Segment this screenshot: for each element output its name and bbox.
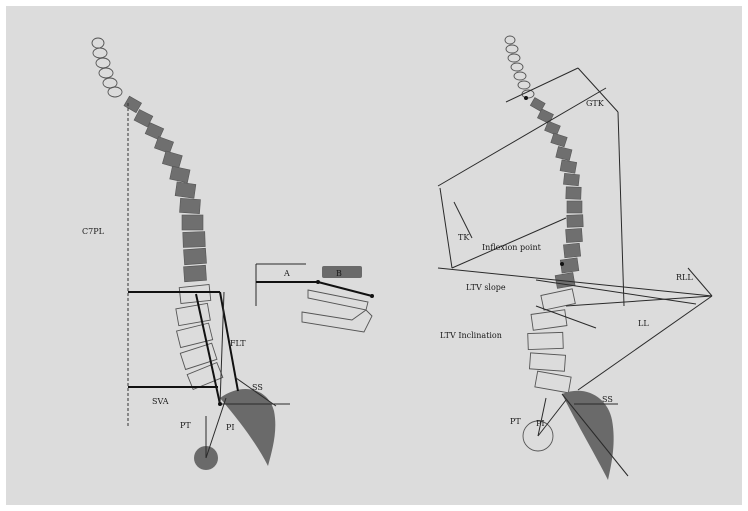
label-pi-left: PI [226, 423, 235, 432]
tk-upper-line [438, 88, 606, 186]
ll-upper-line [566, 296, 712, 306]
label-pi-right: PI [536, 419, 545, 428]
ll-lower-line [578, 296, 712, 390]
label-a: A [283, 269, 290, 278]
label-ltv-inclination: LTV Inclination [440, 331, 502, 340]
spine-diagram-svg: C7PL SVA FLT SS PT PI A B [6, 6, 742, 505]
ltv-inclination-line [536, 306, 596, 328]
spine-diagram-figure: C7PL SVA FLT SS PT PI A B [6, 6, 742, 505]
label-pt-left: PT [180, 421, 191, 430]
label-rll: RLL [676, 273, 693, 282]
left-thoracic-vertebrae [124, 96, 207, 282]
right-spine: GTK TK Inflexion point RLL LL LTV slope … [438, 36, 712, 480]
label-inflexion-point: Inflexion point [482, 243, 542, 252]
inset-vertebra-bottom [302, 310, 372, 332]
right-thoracic-vertebrae [530, 98, 583, 289]
label-ss-right: SS [602, 395, 613, 404]
left-spine: C7PL SVA FLT SS PT PI [82, 38, 290, 470]
right-lumbar-vertebrae [528, 289, 576, 393]
left-cervical-vertebrae [92, 38, 122, 97]
label-sva: SVA [152, 397, 169, 406]
label-c7pl: C7PL [82, 227, 105, 236]
left-lumbar-vertebrae [176, 284, 223, 389]
left-tilt-line-c [220, 292, 224, 404]
label-ss-left: SS [252, 383, 263, 392]
inset-vertebra-top [322, 266, 362, 278]
right-cervical-vertebrae [505, 36, 534, 98]
inset-detail: A B [256, 264, 374, 332]
label-ltv-slope: LTV slope [466, 283, 506, 292]
label-ll: LL [638, 319, 649, 328]
gtk-line-far [618, 112, 624, 306]
label-tk: TK [458, 233, 470, 242]
tk-lower-line [440, 188, 452, 268]
left-pi-line [206, 398, 226, 458]
label-pt-right: PT [510, 417, 521, 426]
label-b: B [336, 269, 342, 278]
label-gtk: GTK [586, 99, 605, 108]
label-flt: FLT [230, 339, 246, 348]
